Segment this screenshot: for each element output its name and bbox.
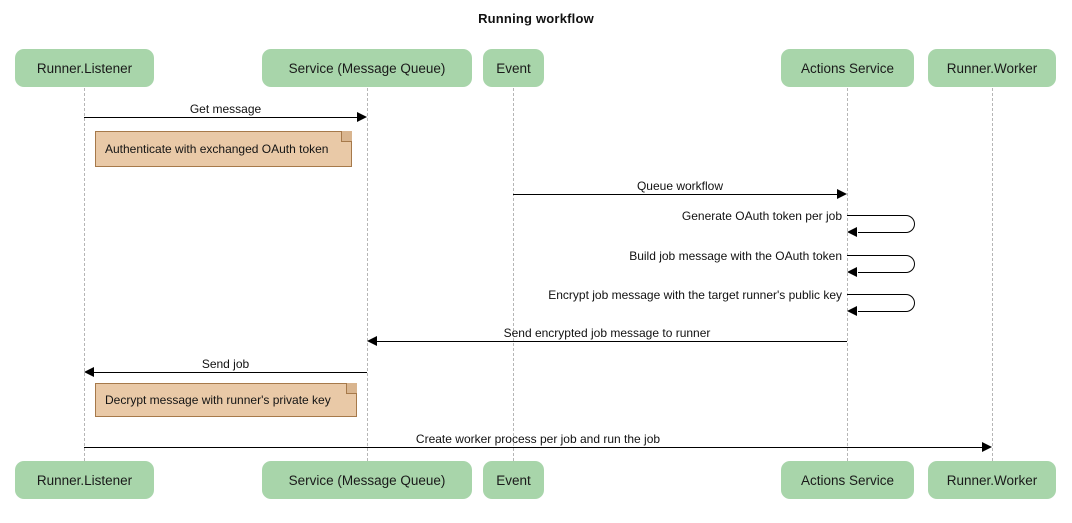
actor-actions-service-top[interactable]: Actions Service [781,49,914,87]
note-authenticate: Authenticate with exchanged OAuth token [95,131,352,167]
lifeline-service-message-queue [367,88,368,461]
actor-label: Event [496,472,531,488]
message-label-create-worker-process-per-job-and-run-the-job: Create worker process per job and run th… [415,432,661,446]
actor-label: Runner.Worker [946,472,1038,488]
self-message-encrypt-job-message-with-the-target-runners-public-key [847,294,915,312]
page-title: Running workflow [478,11,594,26]
arrowhead-create-worker-process-per-job-and-run-the-job [982,442,992,452]
arrowhead-queue-workflow [837,189,847,199]
arrowhead-send-job [84,367,94,377]
actor-runner-listener-top[interactable]: Runner.Listener [15,49,154,87]
actor-runner-worker-bottom[interactable]: Runner.Worker [928,461,1056,499]
arrowhead-generate-oauth-token-per-job [847,227,857,237]
self-message-generate-oauth-token-per-job [847,215,915,233]
note-text: Authenticate with exchanged OAuth token [105,142,329,156]
actor-label: Actions Service [800,60,895,76]
lifeline-event [513,88,514,461]
message-line-send-encrypted-job-message-to-runner [377,341,847,342]
actor-label: Service (Message Queue) [288,60,446,76]
note-text: Decrypt message with runner's private ke… [105,393,331,407]
actor-service-message-queue-top[interactable]: Service (Message Queue) [262,49,472,87]
self-message-build-job-message-with-the-oauth-token [847,255,915,273]
arrowhead-encrypt-job-message-with-the-target-runners-public-key [847,306,857,316]
note-decrypt: Decrypt message with runner's private ke… [95,383,357,417]
message-line-get-message [84,117,357,118]
actor-actions-service-bottom[interactable]: Actions Service [781,461,914,499]
lifeline-runner-worker [992,88,993,461]
actor-event-bottom[interactable]: Event [483,461,544,499]
actor-label: Runner.Listener [36,472,133,488]
actor-event-top[interactable]: Event [483,49,544,87]
actor-service-message-queue-bottom[interactable]: Service (Message Queue) [262,461,472,499]
actor-label: Actions Service [800,472,895,488]
message-line-queue-workflow [513,194,837,195]
message-label-build-job-message-with-the-oauth-token: Build job message with the OAuth token [629,249,842,263]
message-label-encrypt-job-message-with-the-target-runners-public-key: Encrypt job message with the target runn… [548,288,842,302]
arrowhead-send-encrypted-job-message-to-runner [367,336,377,346]
message-label-send-encrypted-job-message-to-runner: Send encrypted job message to runner [503,326,711,340]
actor-runner-worker-top[interactable]: Runner.Worker [928,49,1056,87]
actor-label: Runner.Listener [36,60,133,76]
note-fold-corner-icon [341,131,352,142]
message-label-queue-workflow: Queue workflow [636,179,724,193]
actor-label: Event [496,60,531,76]
message-line-create-worker-process-per-job-and-run-the-job [84,447,982,448]
message-line-send-job [94,372,367,373]
arrowhead-build-job-message-with-the-oauth-token [847,267,857,277]
message-label-get-message: Get message [189,102,262,116]
message-label-generate-oauth-token-per-job: Generate OAuth token per job [681,209,842,223]
actor-runner-listener-bottom[interactable]: Runner.Listener [15,461,154,499]
actor-label: Service (Message Queue) [288,472,446,488]
actor-label: Runner.Worker [946,60,1038,76]
lifeline-runner-listener [84,88,85,461]
arrowhead-get-message [357,112,367,122]
note-fold-corner-icon [346,383,357,394]
message-label-send-job: Send job [201,357,250,371]
